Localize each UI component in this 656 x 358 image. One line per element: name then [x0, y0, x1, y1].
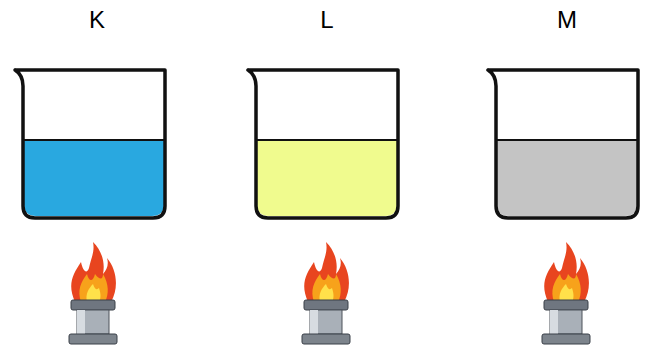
burner	[302, 242, 350, 344]
beaker-label: M	[557, 8, 577, 32]
beaker	[15, 70, 165, 218]
beaker	[488, 70, 638, 218]
beaker-label: K	[89, 8, 105, 32]
beaker	[248, 70, 398, 218]
burner	[69, 242, 117, 344]
burner	[542, 242, 590, 344]
beaker-label: L	[320, 8, 333, 32]
